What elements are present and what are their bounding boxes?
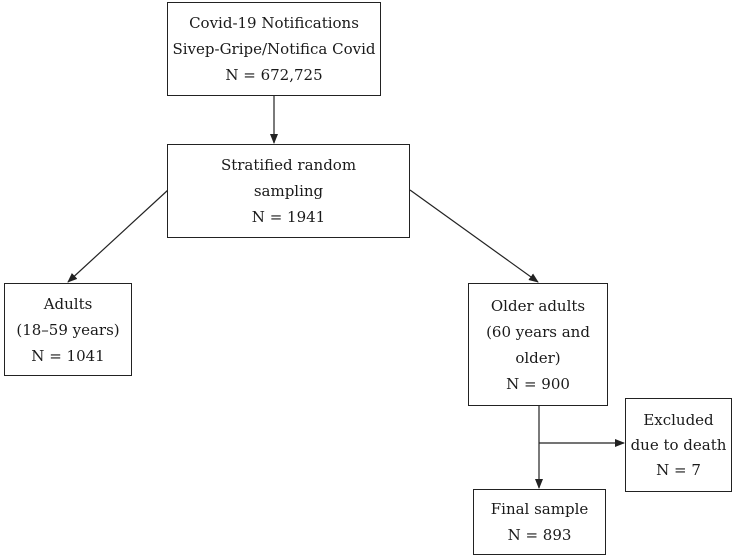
node-older-adults: Older adults (60 years and older) N = 90… [468,283,608,406]
node-notifications-line-3: N = 672,725 [225,66,323,84]
node-notifications-line-1: Covid-19 Notifications [189,14,359,32]
node-older-adults-line-3: older) [515,348,561,367]
node-sampling: Stratified random sampling N = 1941 [167,144,410,238]
node-older-adults-line-2: (60 years and [486,322,590,341]
node-adults: Adults (18–59 years) N = 1041 [4,283,132,376]
node-excluded: Excluded due to death N = 7 [625,398,732,492]
node-adults-line-1: Adults [43,294,93,313]
node-notifications: Covid-19 Notifications Sivep-Gripe/Notif… [167,2,381,96]
node-final-sample-line-2: N = 893 [507,526,572,544]
node-excluded-line-1: Excluded [643,410,714,429]
node-sampling-line-3: N = 1941 [251,208,326,226]
node-older-adults-line-1: Older adults [490,296,586,315]
node-excluded-line-2: due to death [630,435,727,454]
node-excluded-line-3: N = 7 [656,460,701,479]
node-final-sample: Final sample N = 893 [473,489,606,555]
node-notifications-line-2: Sivep-Gripe/Notifica Covid [172,40,376,58]
node-sampling-line-1: Stratified random [220,156,357,174]
node-final-sample-line-1: Final sample [490,500,589,518]
arrow-sampling-to-adults [67,189,169,283]
node-older-adults-line-4: N = 900 [506,374,570,393]
node-sampling-line-2: sampling [253,182,324,200]
arrow-sampling-to-older-adults [409,189,539,283]
node-adults-line-2: (18–59 years) [16,320,120,339]
node-adults-line-3: N = 1041 [31,346,105,365]
